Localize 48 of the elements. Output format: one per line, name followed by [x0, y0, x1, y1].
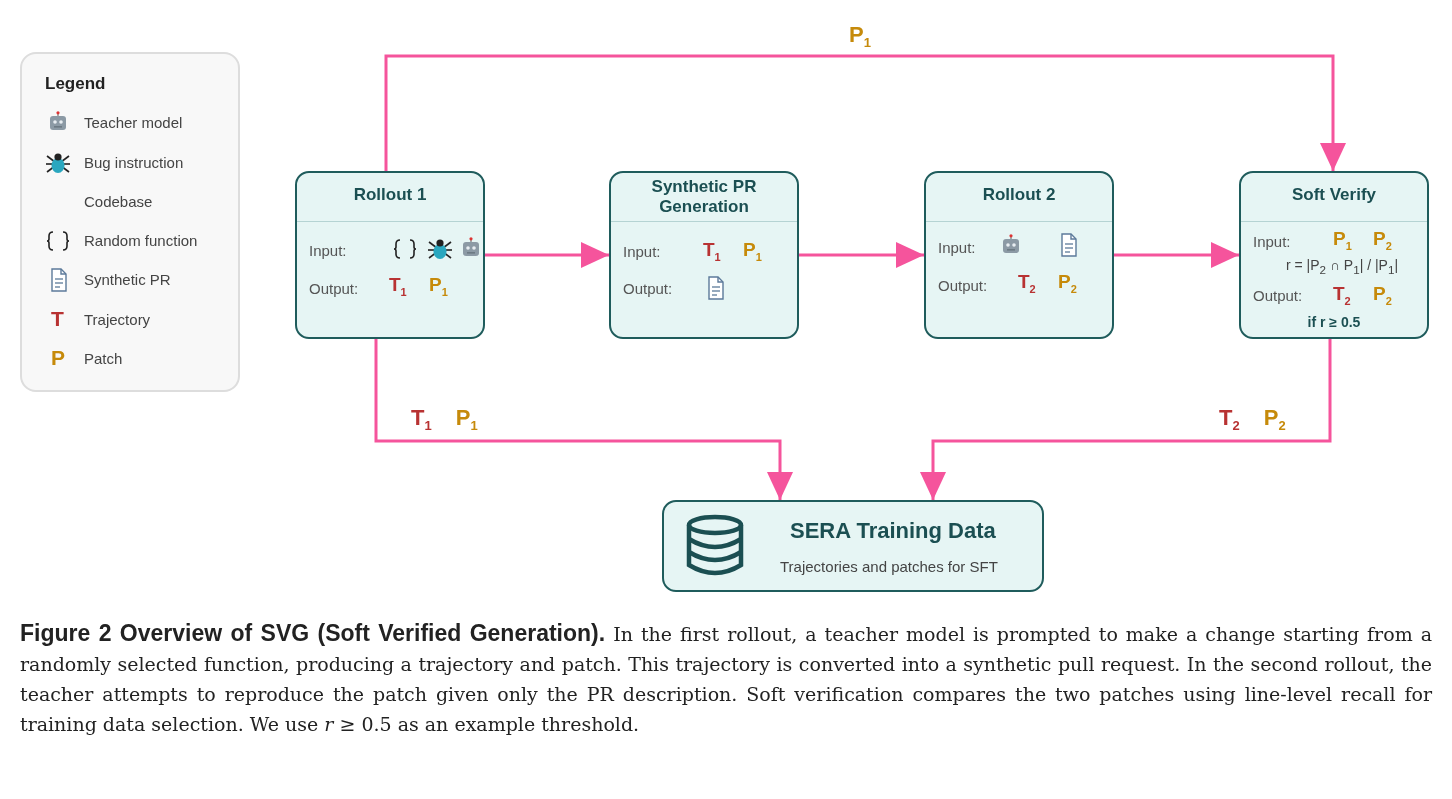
figure-caption: Figure 2 Overview of SVG (Soft Verified Generation). In the first rollout, a teacher model is prompted to make a change starting from a randomly selected function, producing a trajectory and patch. This trajectory is converted into a synthetic pull request. In the second rollout, the teacher attempts to reproduce the patch given only the PR description. Soft verification compares the two patches using line-level recall for training data selection. We use r ≥ 0.5 as an example threshold. [20, 619, 1432, 737]
process-box [1239, 171, 1429, 339]
formula-text: r = |P$_{2}$ ∩ P$_{1}$| / |P$_{1}$| [1285, 257, 1399, 277]
field-label: Output: [309, 280, 359, 298]
condition-text: if r ≥ 0.5 [1307, 314, 1361, 331]
patch-symbol: P$_{1}$ [429, 274, 448, 299]
legend-title: Legend [45, 74, 106, 94]
node-title: Rollout 1 [353, 185, 427, 205]
arrow [485, 242, 609, 268]
legend-symbol: T [51, 307, 64, 332]
arrow [1114, 242, 1239, 268]
legend-label: Bug instruction [84, 154, 184, 171]
legend-label: Trajectory [84, 311, 151, 328]
field-label: Input: [309, 242, 347, 260]
arrow [799, 242, 924, 268]
data-store-box [662, 500, 1044, 592]
legend-label: Teacher model [84, 114, 183, 131]
patch-symbol: P$_{1}$ [1333, 228, 1352, 253]
patch-symbol: P$_{1}$ [743, 239, 762, 264]
legend-symbol: P [51, 346, 65, 371]
trajectory-symbol: T$_{2}$ [1333, 283, 1351, 308]
process-box [924, 171, 1114, 339]
legend-label: Codebase [84, 193, 153, 210]
arrow [384, 54, 1346, 171]
legend-label: Synthetic PR [84, 271, 171, 288]
arrow [374, 339, 793, 500]
node-title: Rollout 2 [982, 185, 1056, 205]
trajectory-symbol: T$_{1}$ [389, 274, 407, 299]
field-label: Input: [1253, 233, 1291, 251]
legend-label: Random function [84, 232, 198, 249]
node-title: SERA Training Data [790, 518, 996, 544]
legend-label: Patch [84, 350, 123, 367]
node-subtitle: Trajectories and patches for SFT [780, 558, 998, 576]
process-box [609, 171, 799, 339]
trajectory-symbol: T$_{2}$ [1018, 271, 1036, 296]
field-label: Output: [1253, 287, 1303, 305]
process-box [295, 171, 485, 339]
field-label: Output: [623, 280, 673, 298]
field-label: Output: [938, 277, 988, 295]
patch-symbol: P$_{2}$ [1373, 228, 1392, 253]
trajectory-symbol: T$_{1}$ [703, 239, 721, 264]
arrow [920, 339, 1332, 500]
node-title: Soft Verify [1291, 185, 1377, 205]
node-title: Synthetic PR Generation [650, 177, 758, 217]
patch-symbol: P$_{2}$ [1373, 283, 1392, 308]
field-label: Input: [623, 243, 661, 261]
patch-symbol: P$_{2}$ [1058, 271, 1077, 296]
field-label: Input: [938, 239, 976, 257]
